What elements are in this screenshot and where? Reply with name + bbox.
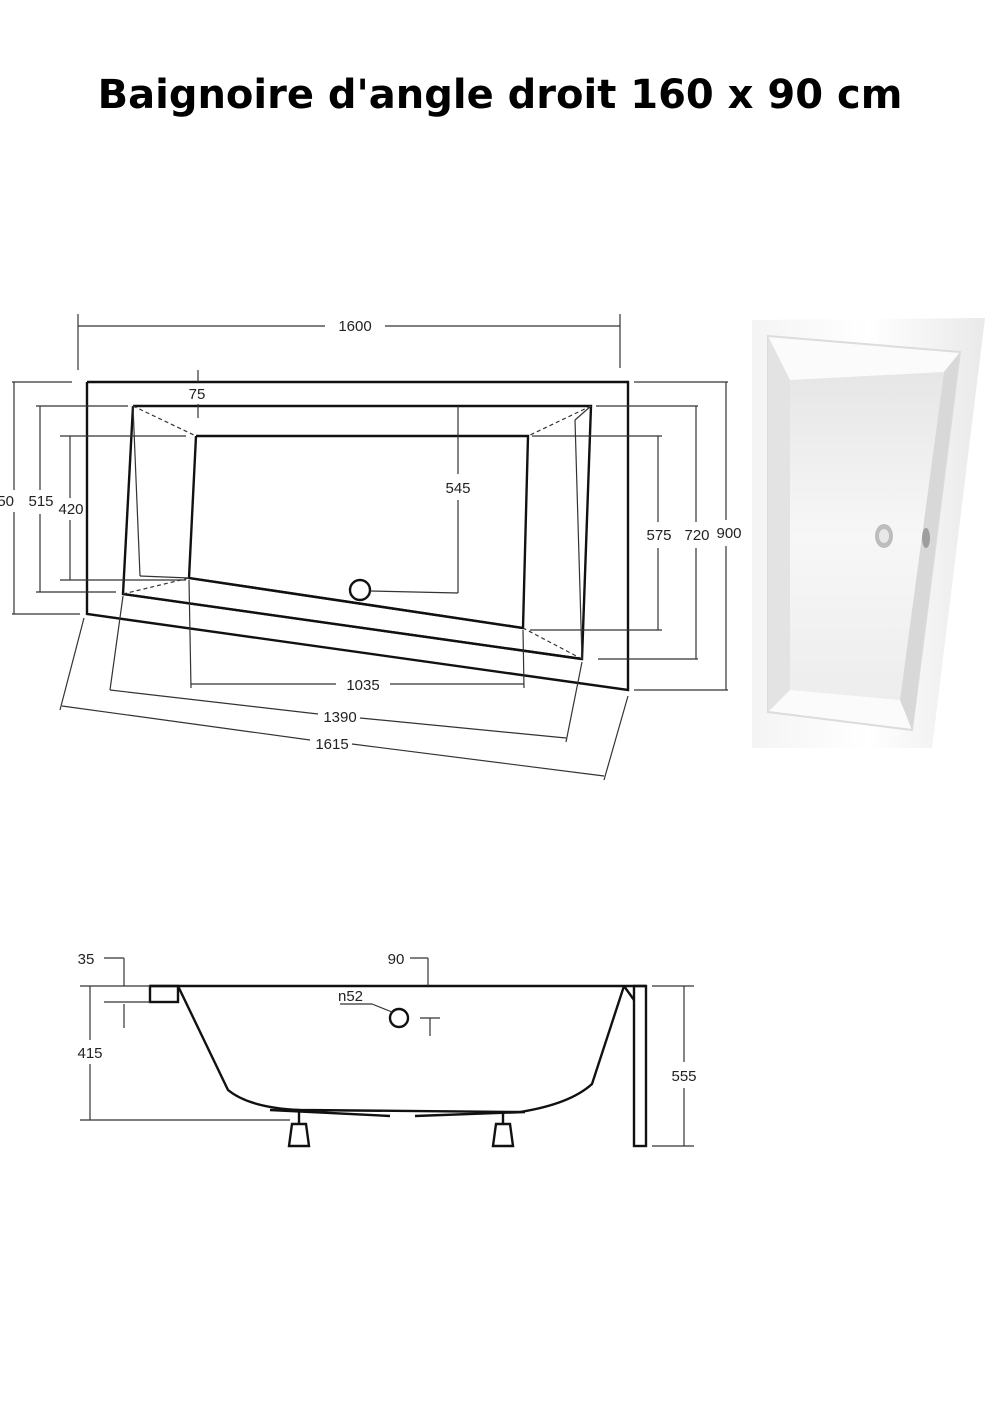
dim-555: 555 (671, 1068, 696, 1085)
dim-right-720: 720 (684, 527, 709, 544)
page-title: Baignoire d'angle droit 160 x 90 cm (97, 72, 903, 118)
dim-left-420: 420 (58, 501, 83, 518)
dim-left-outer: 50 (0, 493, 14, 510)
dim-35: 35 (78, 951, 95, 968)
dim-right-900: 900 (716, 525, 741, 542)
dim-rim: 75 (189, 386, 206, 403)
dim-90: 90 (388, 951, 405, 968)
overflow-circle-icon (388, 1007, 410, 1029)
dim-415: 415 (77, 1045, 102, 1062)
dim-bottom-1615: 1615 (315, 736, 348, 753)
dim-bottom-1035: 1035 (346, 677, 379, 694)
dim-left-515: 515 (28, 493, 53, 510)
dim-right-575: 575 (646, 527, 671, 544)
dim-overall-width: 1600 (338, 318, 371, 335)
foot-left (287, 1122, 311, 1148)
foot-right (491, 1122, 515, 1148)
dim-n52: n52 (338, 988, 363, 1005)
apron-panel (632, 984, 648, 1148)
dim-bottom-1390: 1390 (323, 709, 356, 726)
drain-icon (348, 578, 372, 602)
dim-depth-545: 545 (445, 480, 470, 497)
